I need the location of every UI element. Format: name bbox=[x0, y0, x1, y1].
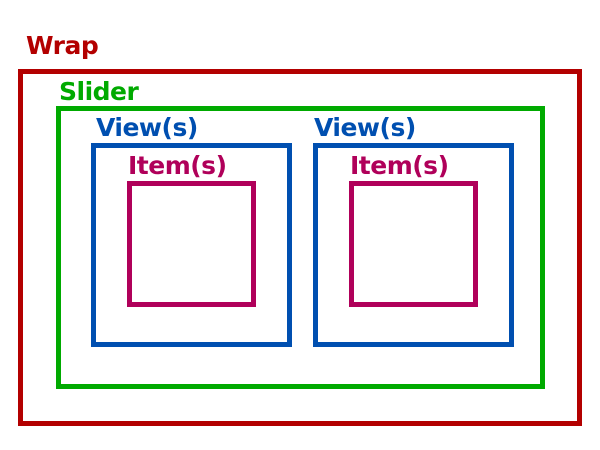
slider-label: Slider bbox=[59, 77, 139, 106]
view-box bbox=[313, 143, 514, 347]
item-label: Item(s) bbox=[128, 151, 227, 180]
view-label: View(s) bbox=[96, 113, 198, 142]
item-box bbox=[349, 181, 478, 307]
view-box bbox=[91, 143, 292, 347]
item-box bbox=[127, 181, 256, 307]
item-label: Item(s) bbox=[350, 151, 449, 180]
slider-box bbox=[56, 106, 545, 389]
wrap-label: Wrap bbox=[26, 31, 99, 60]
view-label: View(s) bbox=[314, 113, 416, 142]
wrap-box bbox=[18, 69, 582, 426]
